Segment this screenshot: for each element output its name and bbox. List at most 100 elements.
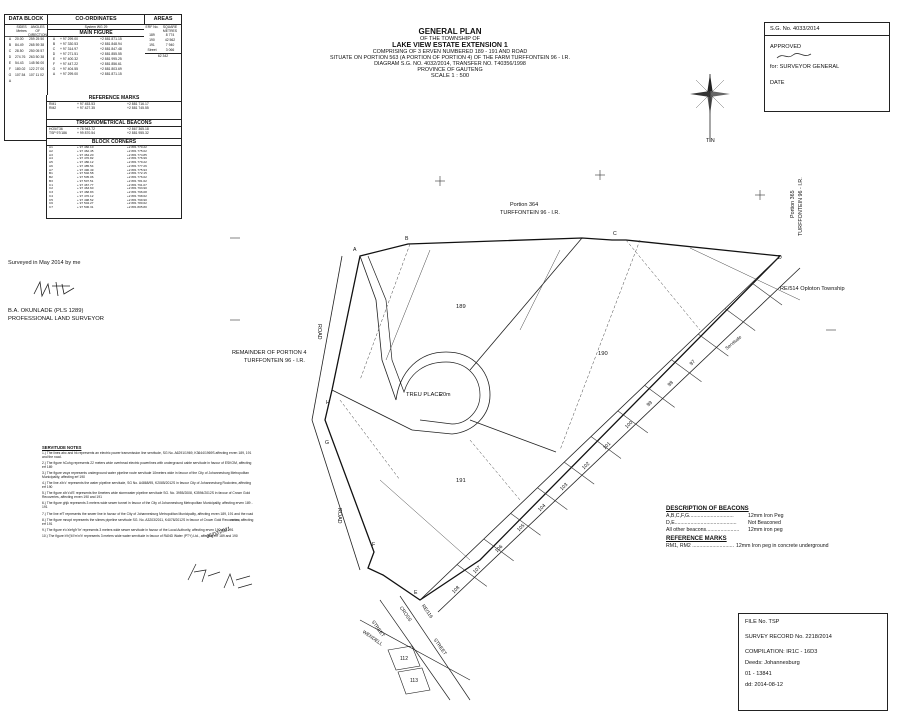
plan-title-block: GENERAL PLAN OF THE TOWNSHIP OF LAKE VIE…	[300, 27, 600, 79]
approval-signature	[776, 53, 812, 59]
servitude-line-3	[359, 243, 411, 381]
block-corner-row: A7+ 97 490.49+2 881 775.93	[47, 168, 181, 173]
areas-header: AREAS	[153, 16, 173, 22]
ref-mark-row-name: RM1	[49, 102, 57, 106]
block-corner-row-y: + 97 498.52	[77, 197, 94, 202]
servitude-note: 5.) The figure a'b'c'd'E represents the …	[42, 491, 251, 500]
servitude-note: 6.) The figure ghjk represents 3 meters …	[42, 501, 253, 510]
ref-mark-row-y: + 97 427.35	[77, 106, 96, 110]
lot-boundary-line	[590, 436, 622, 459]
block-corner-row-x: +2 881 776.99	[127, 156, 147, 161]
area-value: 3 066	[165, 48, 175, 52]
main-y: + 97 330.53	[60, 42, 79, 46]
cross-street-edge	[379, 599, 451, 701]
servitude-note: 2.) The figure hCuhg represents 22 meter…	[42, 461, 252, 469]
block-corner-row-name: A1	[49, 145, 53, 149]
main-x: +2 881 871.15	[100, 37, 122, 41]
area-erf: 189	[149, 33, 155, 37]
block-corner-row-y: + 97 468.83	[77, 190, 94, 194]
main-figure-row: E+ 97 400.32+2 881 995.25	[48, 57, 144, 62]
lot-boundary-line	[698, 333, 729, 357]
beacon-key: A,B,C,F,G...............................	[666, 513, 734, 519]
block-corner-row-y: + 97 460.10	[77, 145, 94, 149]
block-corner-row-x: +2 881 780.62	[127, 201, 147, 206]
lot-boundary-line	[724, 308, 756, 331]
deeds-line-1: 01 - 13841	[745, 671, 772, 677]
main-point: G	[52, 67, 56, 71]
block-corner-row: A6+ 97 485.54+2 881 777.26	[47, 164, 181, 169]
block-corner-row: A2+ 97 462.45+2 881 775.02	[47, 148, 181, 154]
block-corner-row: A1 + 97 460.10 +2 881 770.22	[47, 145, 181, 150]
main-figure-title: MAIN FIGURE	[48, 29, 144, 37]
block-corner-row: C5+ 97 498.52+2 881 799.90	[47, 197, 181, 203]
block-corner-row-y: + 97 462.45	[77, 148, 94, 153]
coordinates-header: CO-ORDINATES	[48, 15, 145, 24]
side-angle: 263 50 38	[29, 55, 45, 59]
block-corner-row-name: A5	[49, 160, 53, 164]
block-corner-row: A3+ 97 464.20+2 881 774.85	[47, 152, 181, 158]
area-erf: Street	[147, 48, 157, 52]
side-angle: 145 56 00	[29, 61, 45, 65]
deeds-office: Deeds: Johannesburg	[745, 660, 800, 666]
servitude-line-5	[519, 249, 561, 331]
servitude-note: 7.) The line efT represents the sewer li…	[42, 511, 254, 516]
lot-boundary-line	[671, 359, 702, 382]
main-point: E	[52, 57, 56, 61]
corner-h: H	[326, 400, 330, 406]
trig-row-y: + 99 870.54	[77, 131, 96, 135]
lot-boundary-line	[510, 513, 541, 536]
main-x: +2 881 848.94	[100, 42, 122, 46]
beacon-ref-title: REFERENCE MARKS	[666, 536, 727, 542]
erf-189-191-line	[331, 389, 413, 431]
block-corner-row-name: C5	[49, 197, 53, 202]
servitude-line-1	[625, 239, 701, 331]
beacon-key: All other beacons.......................	[666, 527, 740, 533]
corner-d: D	[778, 255, 782, 261]
surveyor-name: B.A. OKUNLADE (PLS 1289)	[8, 308, 84, 314]
trig-title: TRIGONOMETRICAL BEACONS	[47, 120, 181, 127]
diagram-line: DIAGRAM S.G. NO. 4032/2014, TRANSFER NO.…	[374, 61, 526, 67]
east-lot-lines	[456, 282, 783, 587]
lot-boundary-line	[644, 385, 675, 408]
beacon-ref-value: 12mm Iron peg in concrete underground	[736, 543, 829, 549]
side-length: 274.76	[15, 55, 26, 59]
area-total: 62 342	[145, 53, 181, 58]
block-corner-row-x: +2 881 793.90	[127, 186, 147, 191]
main-point: C	[52, 47, 56, 51]
main-x: +2 881 847.48	[100, 47, 122, 51]
block-corner-row-y: + 97 464.20	[77, 152, 94, 157]
corner-f: F	[372, 542, 376, 548]
block-corner-row-x: +2 881 781.62	[127, 178, 147, 183]
plan-subtitle: OF THE TOWNSHIP OF	[419, 36, 481, 42]
block-corner-row-x: +2 881 805.80	[127, 205, 147, 209]
main-x: +2 881 803.69	[100, 67, 122, 71]
side-angle: 250 05 57	[29, 49, 45, 53]
north-arrow-icon	[690, 74, 730, 142]
beacon-key: D,E.....................................…	[666, 520, 737, 526]
block-corner-row-name: C4	[49, 193, 53, 198]
cross-street-edge-2	[399, 595, 471, 701]
block-corner-row-name: A4	[49, 156, 53, 161]
for-surveyor-general: for: SURVEYOR GENERAL	[770, 64, 840, 71]
portion-364-farm: TURFFONTEIN 96 - I.R.	[500, 210, 560, 216]
block-corner-row-x: +2 881 770.22	[127, 145, 147, 149]
side-angle: 259 25 50	[29, 37, 45, 41]
block-corner-row: C6+ 97 504.27+2 881 780.62	[47, 201, 181, 206]
scale-line: SCALE 1 : 500	[430, 73, 470, 79]
main-figure-row: F+ 97 447.22+2 881 856.61	[48, 62, 144, 67]
block-corner-row: C4+ 97 470.12+2 881 798.62	[47, 193, 181, 199]
corner-c: C	[613, 231, 617, 237]
servitude-note: 9.) The figure e'c'a'efg'h'i'e' represen…	[42, 527, 234, 532]
servitude-line-2	[559, 239, 641, 451]
main-y: + 97 447.22	[60, 62, 79, 66]
block-corner-row-name: B2	[49, 175, 53, 179]
beacon-row: All other beacons.......................…	[666, 527, 846, 534]
notes-initials-2	[223, 573, 253, 589]
